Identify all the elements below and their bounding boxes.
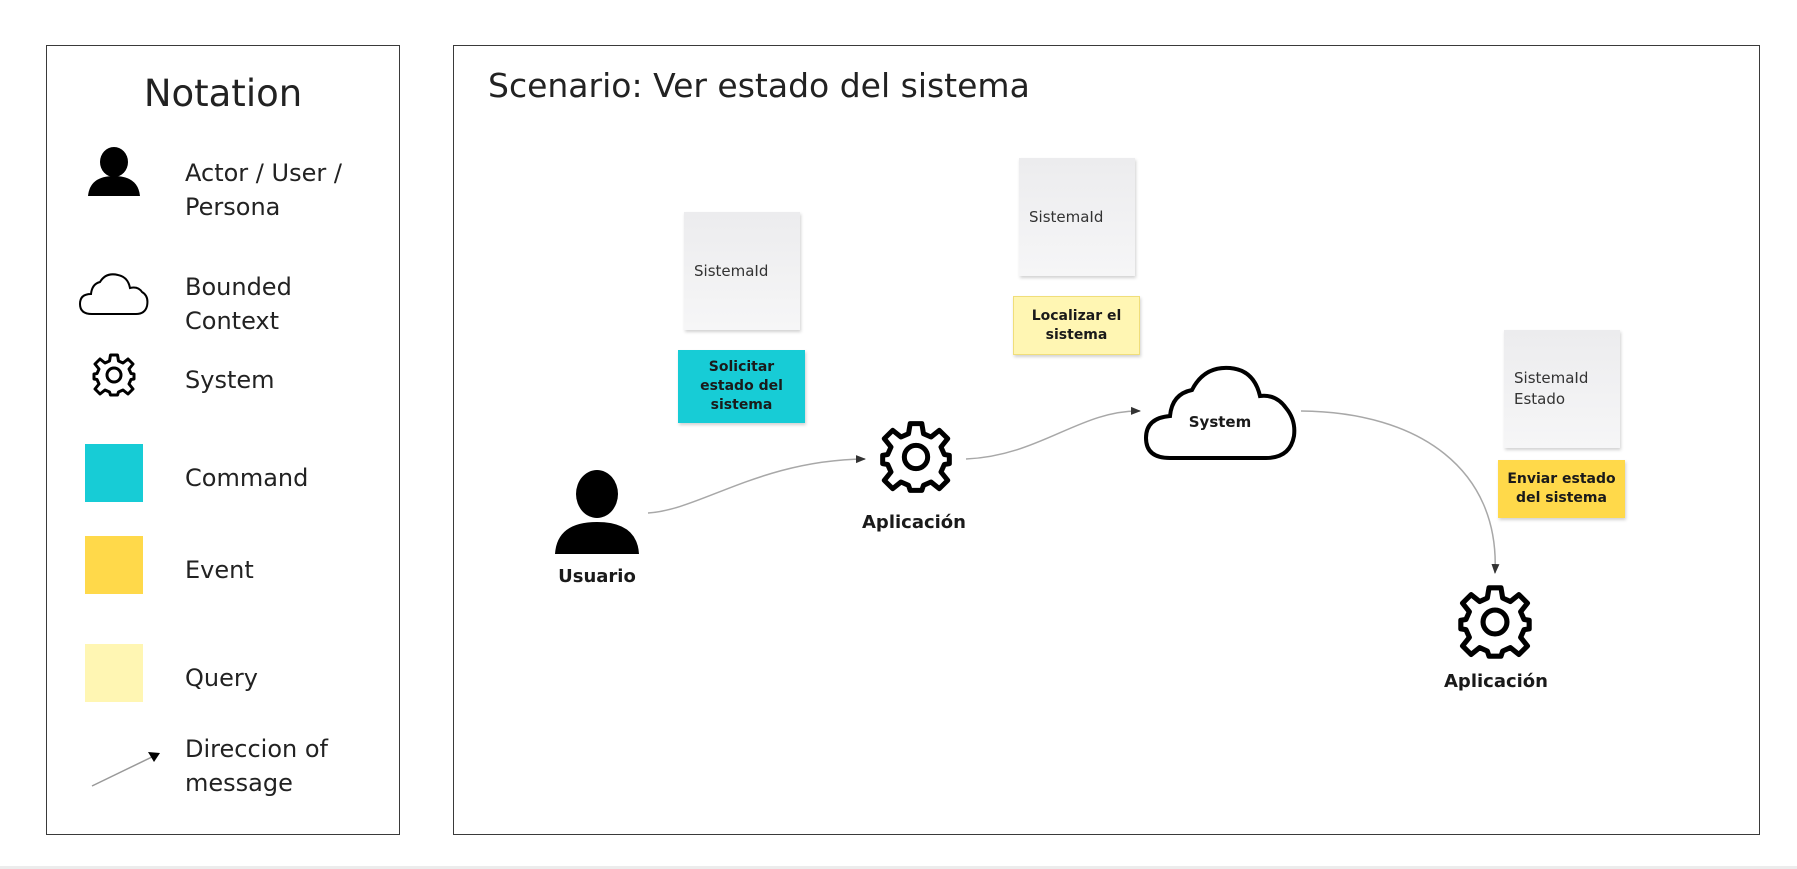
scenario-title: Scenario: Ver estado del sistema: [488, 66, 1030, 105]
cloud-icon: [78, 273, 149, 315]
legend-label-system: System: [185, 366, 275, 394]
legend-query-swatch: [85, 644, 143, 702]
legend-label-event: Event: [185, 556, 254, 584]
usuario-actor-icon: [555, 470, 639, 554]
gear-icon: [92, 353, 136, 397]
legend-label-bounded-context: Bounded Context: [185, 273, 292, 335]
aplicacion-gear-icon: [880, 421, 952, 493]
arrow-usuario-to-aplicacion: [647, 455, 866, 514]
legend-command-swatch: [85, 444, 143, 502]
legend-label-command: Command: [185, 464, 309, 492]
legend-label-direction: Direccion of message: [185, 735, 328, 797]
aplicacion-gear-icon-2: [1458, 585, 1532, 659]
aplicacion-label-1: Aplicación: [862, 512, 966, 533]
data-note-sistemaid-2: SistemaId: [1019, 158, 1135, 276]
legend-event-swatch: [85, 536, 143, 594]
arrow-aplicacion-to-system: [965, 406, 1141, 460]
data-note-sistemaid-estado: SistemaId Estado: [1504, 330, 1620, 448]
query-localizar-sistema: Localizar el sistema: [1013, 296, 1140, 355]
legend-label-actor: Actor / User / Persona: [185, 159, 342, 221]
system-bounded-context-cloud-icon: [1143, 365, 1297, 460]
legend-label-query: Query: [185, 664, 258, 692]
arrow-system-to-aplicacion: [1300, 410, 1500, 574]
notation-panel: [46, 45, 400, 835]
aplicacion-label-2: Aplicación: [1444, 671, 1548, 692]
usuario-label: Usuario: [558, 566, 636, 587]
command-solicitar-estado: Solicitar estado del sistema: [678, 350, 805, 423]
event-enviar-estado: Enviar estado del sistema: [1498, 460, 1625, 518]
data-note-sistemaid-1: SistemaId: [684, 212, 800, 330]
actor-icon: [88, 147, 140, 196]
arrow-icon: [91, 752, 160, 787]
system-cloud-label: System: [1188, 413, 1252, 431]
notation-title: Notation: [143, 72, 303, 115]
bottom-divider: [0, 866, 1797, 869]
